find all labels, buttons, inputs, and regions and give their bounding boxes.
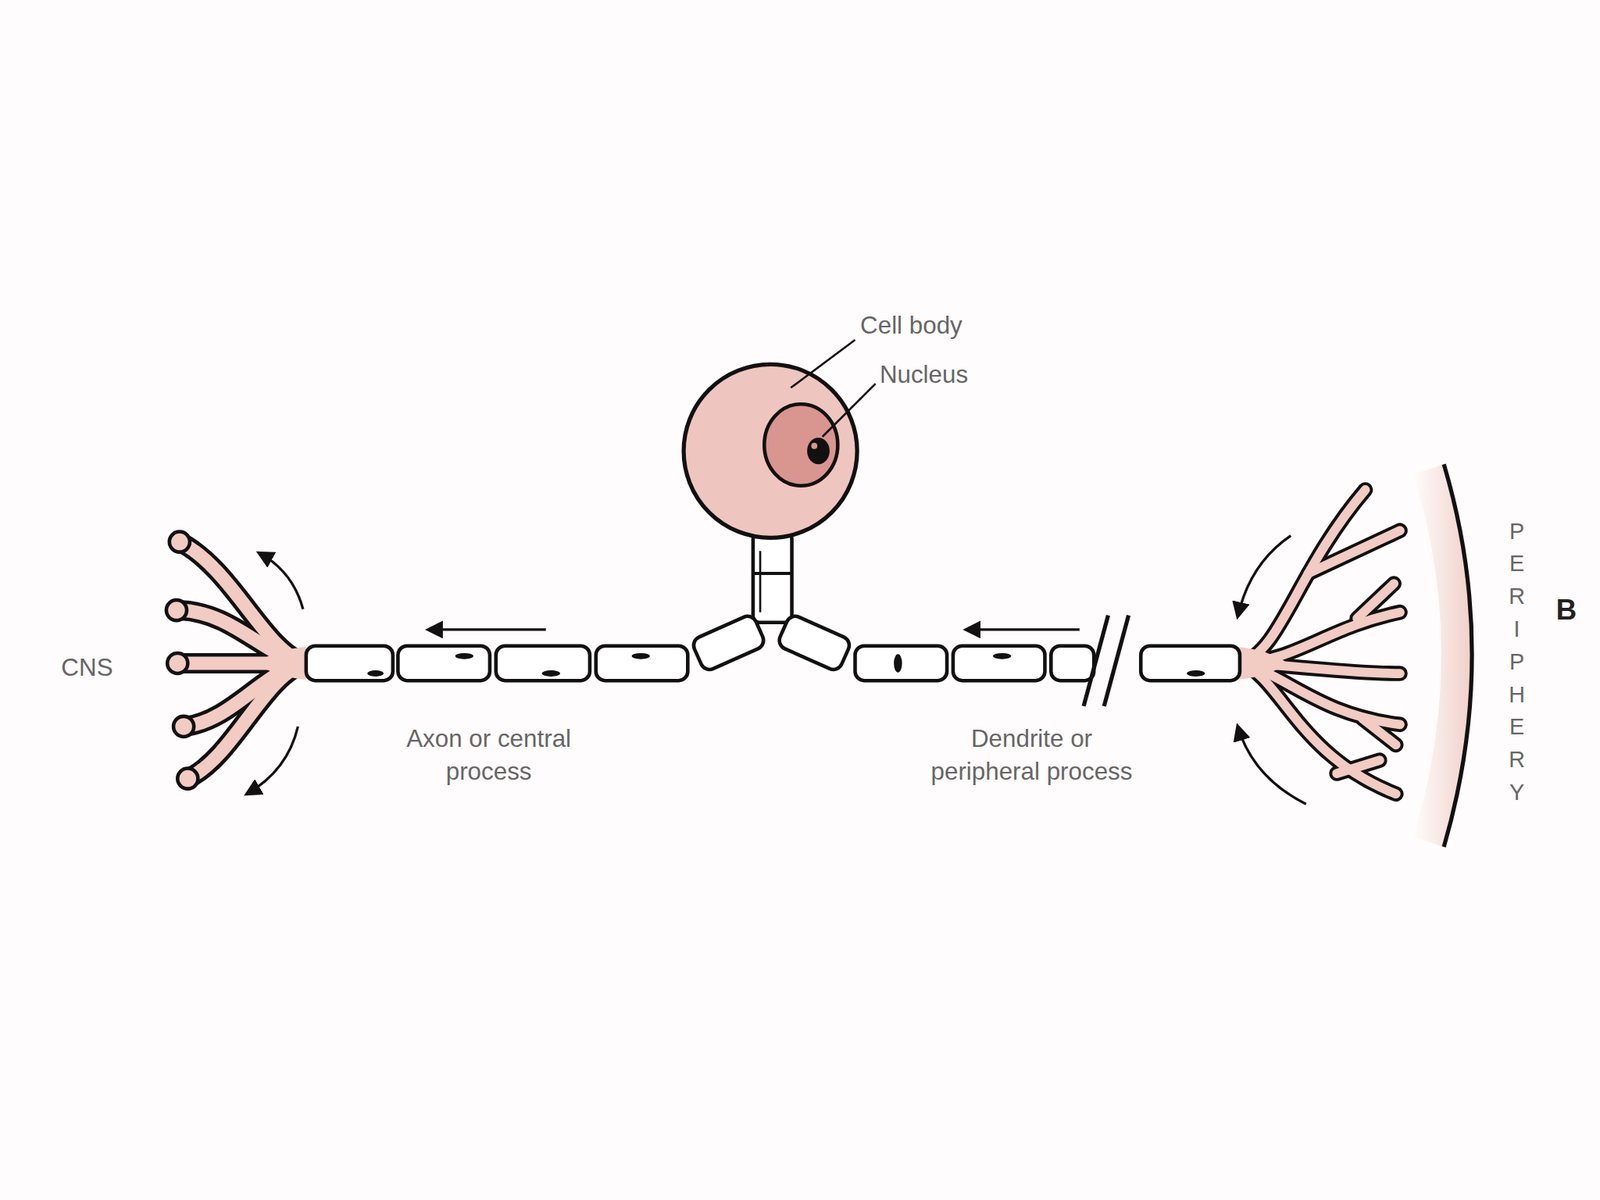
schwann-nuclei-axon <box>367 653 650 677</box>
region-label: PERIPHERY <box>1503 518 1530 813</box>
part-label: Nucleus <box>879 357 968 391</box>
periphery-line <box>1443 464 1472 847</box>
part-label: Dendrite or peripheral process <box>924 722 1139 789</box>
myelin-segments-dendrite <box>776 613 1240 681</box>
break-marks <box>1083 615 1129 707</box>
axon-terminal-flare <box>255 646 307 680</box>
stem-process <box>753 532 793 623</box>
stem-line <box>759 550 762 612</box>
axon-terminal-fill <box>179 542 307 778</box>
cell-body <box>683 364 858 538</box>
myelin-segments-axon <box>306 613 767 681</box>
dendrite-terminal-outline <box>1239 489 1400 794</box>
nucleus <box>764 403 838 486</box>
flow-arrows <box>246 535 1307 805</box>
dendrite-terminal-fill <box>1239 489 1400 794</box>
leader-line <box>790 339 855 388</box>
panel-letter: B <box>1556 593 1577 627</box>
periphery-shade <box>1413 464 1472 847</box>
part-label: Axon or central process <box>403 722 575 789</box>
nucleolus <box>807 437 830 465</box>
stem-node <box>753 571 793 575</box>
part-label: Cell body <box>860 309 963 343</box>
region-label: CNS <box>60 650 113 684</box>
nucleolus-highlight <box>810 442 818 450</box>
axon-terminal-outline <box>179 542 307 778</box>
schwann-nuclei-dendrite <box>893 653 1205 677</box>
dendrite-terminal-flare <box>1236 646 1288 680</box>
leader-line <box>822 383 876 437</box>
synaptic-knobs <box>166 531 198 789</box>
